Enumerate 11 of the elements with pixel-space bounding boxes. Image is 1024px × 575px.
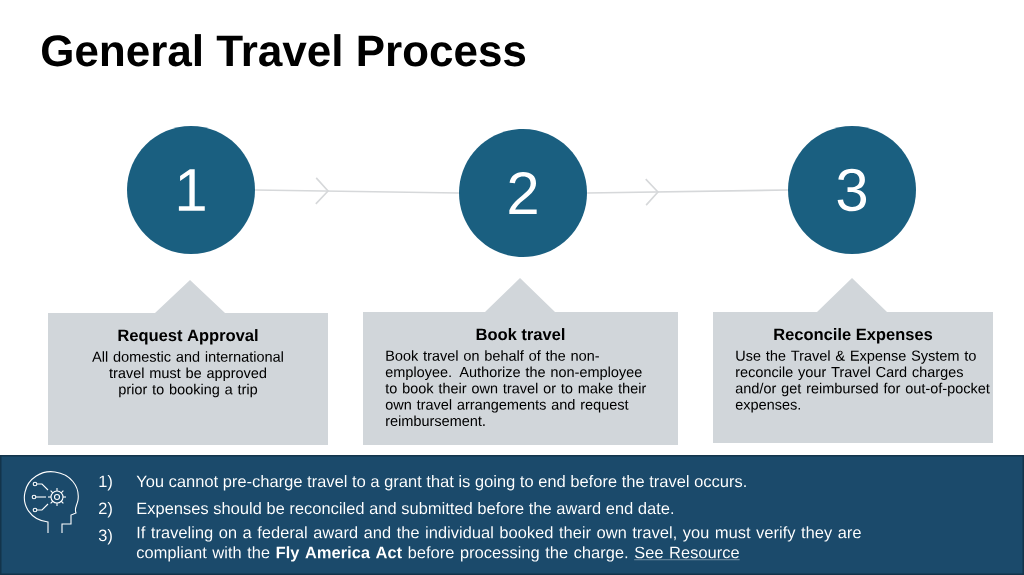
callout-card: Request Approval All domestic and international travel must be approved prior to booking a trip xyxy=(48,280,328,445)
note-banner xyxy=(0,455,1024,575)
title: General Travel Process xyxy=(42,34,526,67)
list-number: 3) xyxy=(98,529,112,545)
list-item: Expenses should be reconciled and submitted before the award end date. xyxy=(137,502,674,518)
callout-card: Book travel Book travel on behalf of the non-employee. Authorize the non-employee to book their own travel or to make their own travel arrangements and request reimbursement. xyxy=(363,278,678,445)
list-number: 2) xyxy=(99,502,112,518)
list-item: If traveling on a federal award and the individual booked their own travel, you must verify they are compliant with the Fly America Act before processing the charge. See Resource xyxy=(136,526,861,562)
callout-card: Reconcile Expenses Use the Travel & Expense System to reconcile your Travel Card charges and/or get reimbursed for out-of-pocket expenses. xyxy=(713,278,993,443)
list-item: You cannot pre-charge travel to a grant that is going to end before the travel occurs. xyxy=(136,475,746,491)
list-number: 1) xyxy=(99,475,112,491)
